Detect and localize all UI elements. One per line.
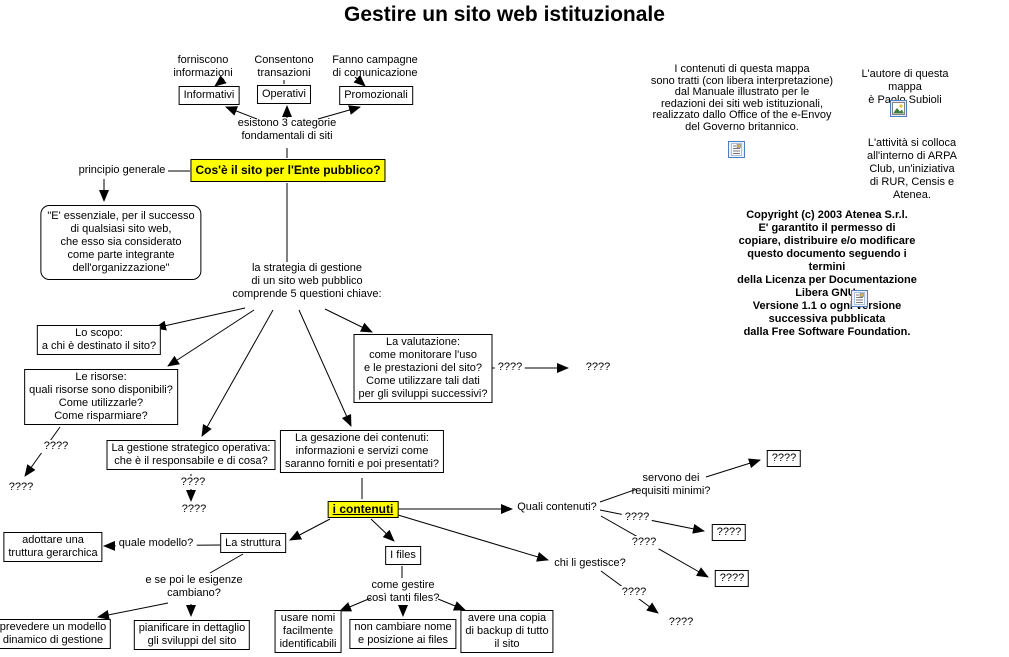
node-usare-nomi[interactable]: usare nomi facilmente identificabili bbox=[274, 610, 342, 653]
label-unknown: ???? bbox=[585, 361, 611, 373]
annotation-copyright: Copyright (c) 2003 Atenea S.r.l. E' gara… bbox=[737, 209, 917, 338]
node-root-question[interactable]: Cos'è il sito per l'Ente pubblico? bbox=[190, 159, 386, 182]
annotation-activity: L'attività si colloca all'interno di ARP… bbox=[867, 137, 957, 201]
link-label-unknown: ???? bbox=[494, 361, 526, 374]
node-unknown-1[interactable]: ???? bbox=[766, 450, 802, 467]
node-operativi[interactable]: Operativi bbox=[256, 85, 312, 104]
document-icon[interactable] bbox=[728, 141, 745, 158]
link-label-strategia: la strategia di gestione di un sito web … bbox=[232, 262, 382, 300]
image-icon[interactable] bbox=[890, 100, 907, 117]
node-adottare[interactable]: adottare una truttura gerarchica bbox=[3, 532, 103, 562]
node-promozionali[interactable]: Promozionali bbox=[339, 86, 413, 105]
link-label-unknown: ???? bbox=[177, 476, 209, 489]
node-contenuti[interactable]: i contenuti bbox=[327, 501, 399, 518]
document-icon[interactable] bbox=[851, 290, 868, 307]
node-unknown-3[interactable]: ???? bbox=[714, 570, 750, 587]
annotation-source: I contenuti di questa mappa sono tratti … bbox=[650, 63, 834, 133]
label-unknown: ???? bbox=[181, 503, 207, 515]
node-unknown-2[interactable]: ???? bbox=[711, 524, 747, 541]
node-backup[interactable]: avere una copia di backup di tutto il si… bbox=[460, 610, 554, 653]
link-label-esistono: esistono 3 categorie fondamentali di sit… bbox=[237, 117, 337, 142]
link-label-principio: principio generale bbox=[78, 164, 166, 176]
node-pianificare[interactable]: pianificare in dettaglio gli sviluppi de… bbox=[133, 620, 251, 650]
link-label-unknown: ???? bbox=[40, 440, 72, 453]
connectors bbox=[24, 74, 761, 620]
link-label-quali-contenuti: Quali contenuti? bbox=[517, 501, 597, 513]
link-label-requisiti: servono dei requisiti minimi? bbox=[631, 472, 711, 497]
link-label-unknown: ???? bbox=[621, 511, 653, 524]
link-label-unknown: ???? bbox=[618, 586, 650, 599]
node-valutazione[interactable]: La valutazione: come monitorare l'uso e … bbox=[353, 334, 493, 403]
link-label-fanno-campagne: Fanno campagne di comunicazione bbox=[332, 54, 418, 79]
link-label-consentono: Consentono transazioni bbox=[254, 54, 314, 79]
link-label-esigenze: e se poi le esigenze cambiano? bbox=[145, 574, 243, 599]
node-non-cambiare[interactable]: non cambiare nome e posizione ai files bbox=[349, 619, 457, 649]
page-title: Gestire un sito web istituzionale bbox=[344, 3, 665, 26]
node-struttura[interactable]: La struttura bbox=[220, 533, 286, 553]
node-principio-quote[interactable]: "E' essenziale, per il successo di quals… bbox=[40, 205, 202, 280]
label-unknown: ???? bbox=[8, 481, 34, 493]
node-files[interactable]: I files bbox=[385, 546, 421, 565]
node-gestazione-contenuti[interactable]: La gesazione dei contenuti: informazioni… bbox=[279, 430, 445, 473]
node-informativi[interactable]: Informativi bbox=[178, 86, 240, 105]
link-label-unknown: ???? bbox=[628, 536, 660, 549]
node-gestione-operativa[interactable]: La gestione strategico operativa: che è … bbox=[106, 440, 276, 470]
link-label-come-gestire: come gestire così tanti files? bbox=[366, 579, 440, 604]
label-unknown: ???? bbox=[668, 616, 694, 628]
node-scopo[interactable]: Lo scopo: a chi è destinato il sito? bbox=[36, 325, 162, 355]
link-label-quale-modello: quale modello? bbox=[115, 537, 197, 550]
link-label-forniscono: forniscono informazioni bbox=[173, 54, 233, 79]
node-prevedere[interactable]: prevedere un modello dinamico di gestion… bbox=[0, 619, 112, 649]
link-label-chi-gestisce: chi li gestisce? bbox=[554, 557, 626, 569]
node-risorse[interactable]: Le risorse: quali risorse sono disponibi… bbox=[24, 369, 178, 425]
